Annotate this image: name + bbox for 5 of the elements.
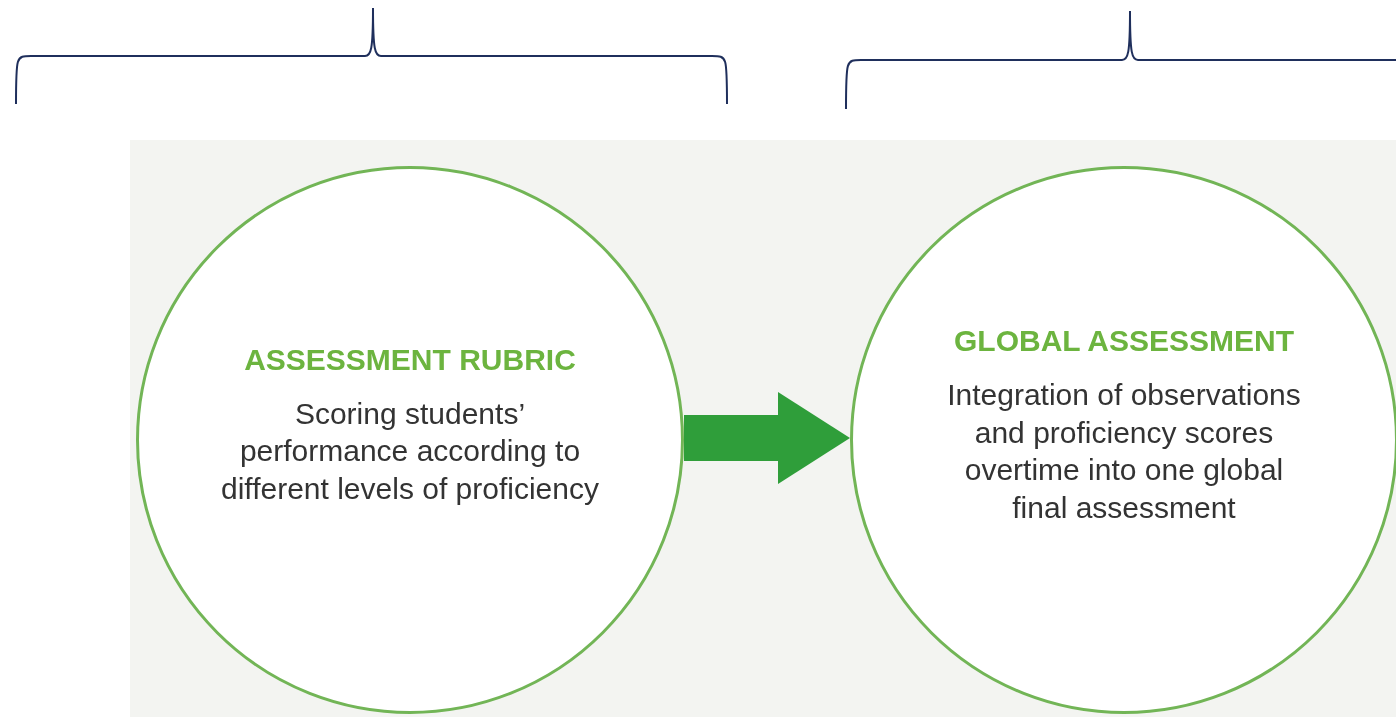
- arrow: [684, 392, 850, 484]
- circle-description: Scoring students’ performance according to different levels of proficiency: [220, 395, 600, 507]
- circle-heading: ASSESSMENT RUBRIC: [244, 342, 576, 377]
- circle-heading: GLOBAL ASSESSMENT: [953, 324, 1294, 358]
- circle-description: Integration of observations and proficiency scores overtime into one global final assessment: [946, 377, 1302, 526]
